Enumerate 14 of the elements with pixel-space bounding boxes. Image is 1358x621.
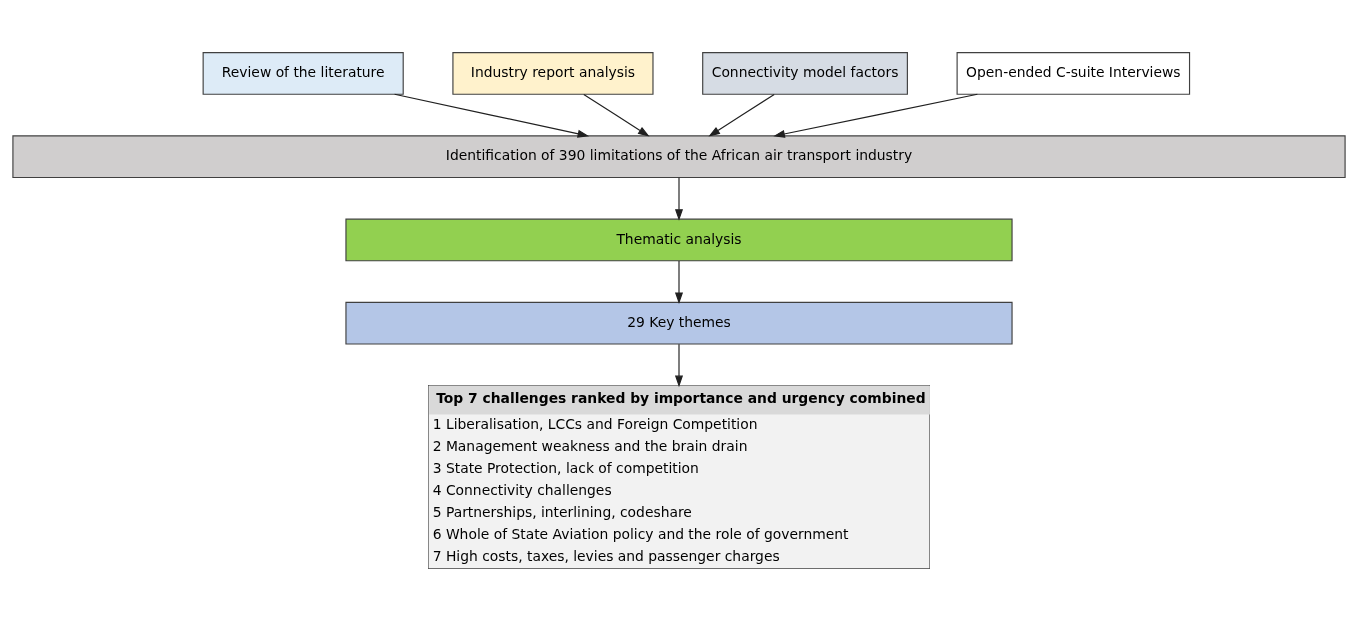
node-box: Review of the literature [202, 52, 404, 95]
arrow [674, 343, 684, 388]
node-box: Industry report analysis [452, 52, 654, 95]
node-box: Identification of 390 limitations of the African air transport industry [12, 135, 1346, 179]
arrow [394, 93, 590, 138]
node-box: Open-ended C-suite Interviews [956, 52, 1191, 95]
arrow [773, 93, 978, 138]
node-box: Thematic analysis [345, 218, 1013, 262]
arrow [674, 177, 684, 221]
arrow [674, 260, 684, 305]
arrow [583, 93, 650, 137]
arrow [708, 93, 775, 137]
node-box: 29 Key themes [345, 301, 1013, 345]
node-box: Connectivity model factors [702, 52, 908, 95]
